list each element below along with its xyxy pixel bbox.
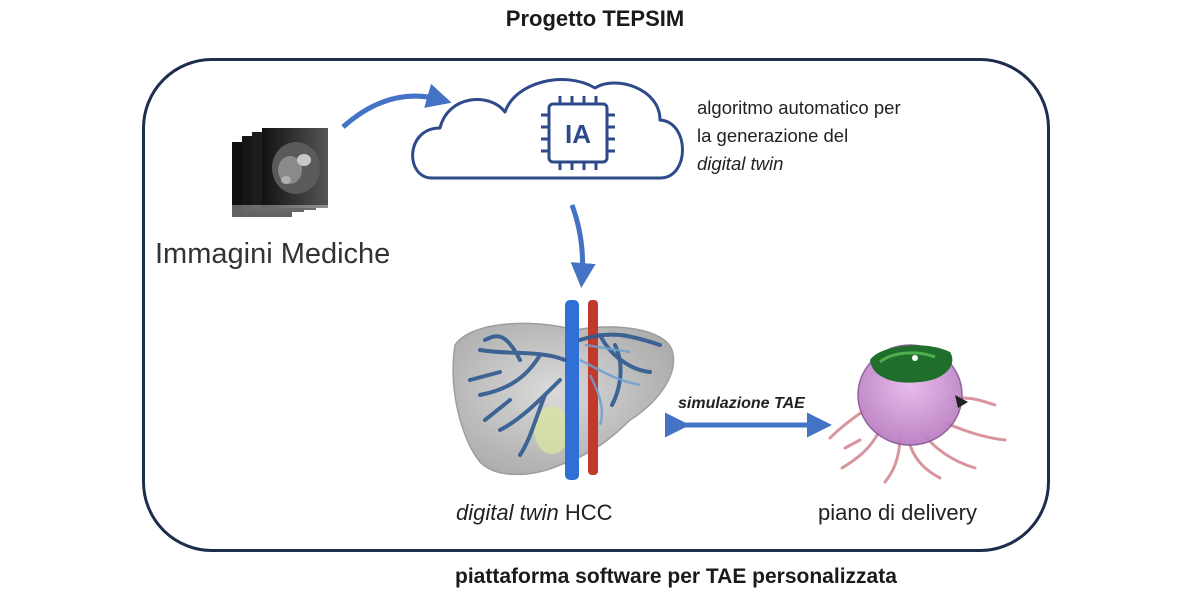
digital-twin-italic: digital twin (456, 500, 559, 525)
digital-twin-liver-image (452, 300, 675, 480)
arrow-images-to-cloud (341, 83, 452, 129)
algorithm-line-3: digital twin (697, 153, 784, 174)
ai-chip-icon (541, 96, 615, 170)
medical-images-label: Immagini Mediche (155, 238, 391, 270)
algorithm-line-2: la generazione del (697, 125, 849, 146)
medical-images-icon (232, 128, 332, 223)
chip-label: IA (565, 119, 591, 149)
delivery-plan-label: piano di delivery (818, 500, 977, 525)
footer-caption: piattaforma software per TAE personalizz… (455, 565, 897, 588)
algorithm-description: algoritmo automatico per la generazione … (697, 94, 901, 178)
algorithm-line-1: algoritmo automatico per (697, 97, 901, 118)
diagram-title: Progetto TEPSIM (505, 6, 685, 31)
delivery-plan-image (828, 344, 1007, 484)
simulation-label: simulazione TAE (678, 395, 805, 412)
digital-twin-label: digital twin HCC (456, 500, 613, 526)
arrow-cloud-to-twin (569, 204, 596, 288)
platform-frame (142, 58, 1050, 552)
digital-twin-suffix: HCC (558, 500, 613, 525)
cloud-icon (411, 78, 684, 180)
